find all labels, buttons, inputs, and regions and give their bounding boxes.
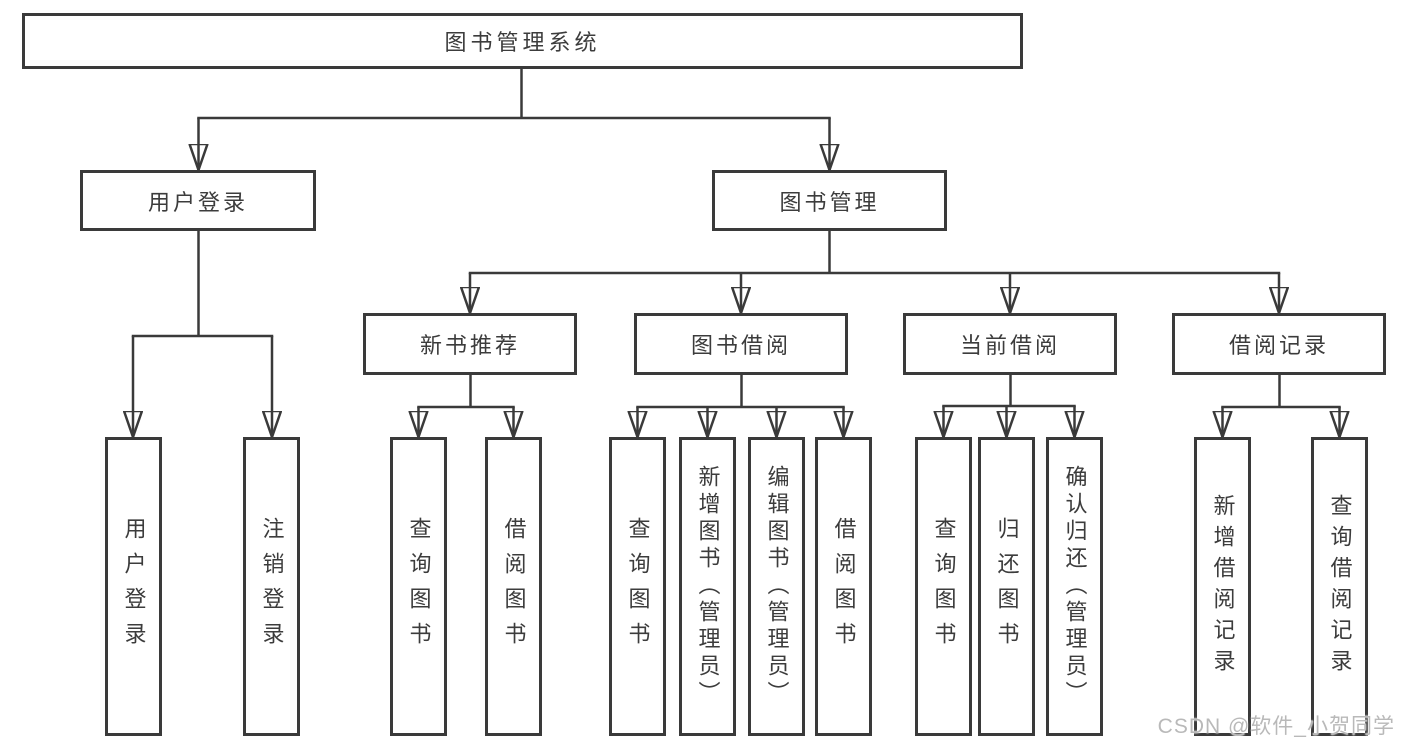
node-borrow-books-recommend: 借阅图书 [485, 437, 542, 736]
connector-root-to-level1 [197, 69, 831, 170]
node-query-books-borrow: 查询图书 [609, 437, 666, 736]
node-label: 确认归还（管理员） [1062, 465, 1088, 708]
node-query-books-current: 查询图书 [915, 437, 972, 736]
node-edit-books-admin: 编辑图书（管理员） [748, 437, 805, 736]
node-label: 借阅图书 [501, 516, 527, 657]
connector-user-login-to-children [132, 231, 274, 437]
node-user-login: 用户登录 [80, 170, 316, 231]
node-user-login-leaf: 用户登录 [105, 437, 162, 736]
node-new-book-recommendation: 新书推荐 [363, 313, 577, 375]
node-label: 编辑图书（管理员） [764, 465, 790, 708]
connector-book-management-to-level2 [469, 231, 1281, 313]
node-label: 借阅图书 [831, 516, 857, 657]
node-label: 查询图书 [625, 516, 651, 657]
node-label: 注销登录 [259, 516, 285, 657]
node-library-management-system: 图书管理系统 [22, 13, 1023, 69]
node-label: 用户登录 [147, 189, 248, 215]
node-query-books-recommend: 查询图书 [390, 437, 447, 736]
connector-new-book-to-children [417, 375, 515, 437]
connector-book-borrow-to-children [636, 375, 845, 437]
node-label: 查询图书 [406, 516, 432, 657]
node-add-books-admin: 新增图书（管理员） [679, 437, 736, 736]
node-label: 用户登录 [121, 516, 147, 657]
node-confirm-return-admin: 确认归还（管理员） [1046, 437, 1103, 736]
node-label: 图书管理 [779, 189, 880, 215]
node-label: 当前借阅 [959, 333, 1060, 358]
node-label: 图书借阅 [690, 333, 791, 358]
node-label: 新书推荐 [419, 333, 520, 358]
connector-borrow-records-to-children [1221, 375, 1341, 437]
node-current-borrowing: 当前借阅 [903, 313, 1117, 375]
node-query-borrow-record: 查询借阅记录 [1311, 437, 1368, 736]
node-book-borrowing: 图书借阅 [634, 313, 848, 375]
node-logout: 注销登录 [243, 437, 300, 736]
node-borrow-books: 借阅图书 [815, 437, 872, 736]
node-label: 归还图书 [994, 516, 1020, 657]
node-add-borrow-record: 新增借阅记录 [1194, 437, 1251, 736]
node-label: 新增借阅记录 [1210, 493, 1236, 680]
node-book-management: 图书管理 [712, 170, 947, 231]
connector-current-borrow-to-children [942, 375, 1076, 437]
node-label: 查询图书 [931, 516, 957, 657]
node-label: 新增图书（管理员） [695, 465, 721, 708]
node-borrowing-records: 借阅记录 [1172, 313, 1386, 375]
node-return-books: 归还图书 [978, 437, 1035, 736]
node-label: 图书管理系统 [444, 30, 601, 55]
csdn-watermark: CSDN @软件_小贺同学 [1157, 715, 1395, 738]
node-label: 借阅记录 [1228, 333, 1329, 358]
node-label: 查询借阅记录 [1327, 493, 1353, 680]
